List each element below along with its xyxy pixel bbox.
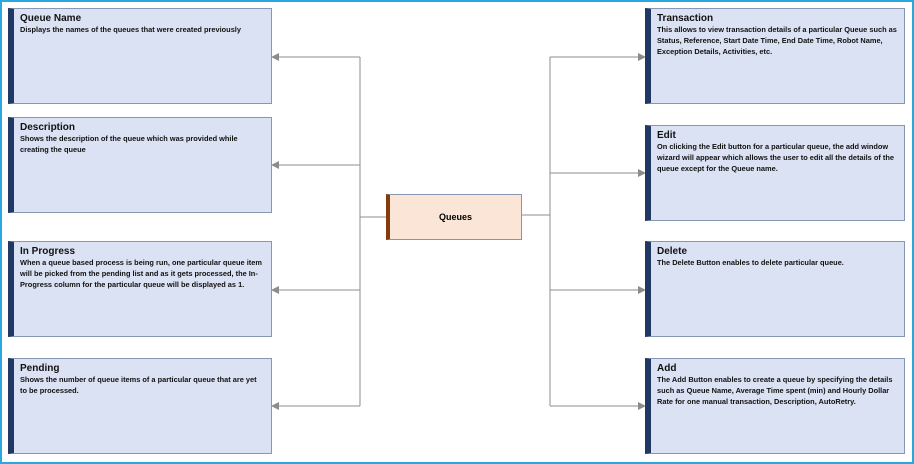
transaction-box: Transaction This allows to view transact…: [645, 8, 905, 104]
box-title: Transaction: [657, 13, 714, 24]
box-title: Pending: [20, 363, 60, 374]
box-description: The Delete Button enables to delete part…: [657, 258, 844, 267]
box-title: Delete: [657, 246, 688, 257]
queues-center-node: Queues: [386, 194, 522, 240]
box-title: In Progress: [20, 246, 76, 257]
box-title: Edit: [657, 130, 676, 141]
description-box: Description Shows the description of the…: [8, 117, 272, 213]
queue-name-box: Queue Name Displays the names of the que…: [8, 8, 272, 104]
box-title: Queue Name: [20, 13, 82, 24]
box-description: Shows the description of the queue which…: [20, 134, 238, 154]
delete-box: Delete The Delete Button enables to dele…: [645, 241, 905, 337]
box-title: Add: [657, 363, 677, 374]
pending-box: Pending Shows the number of queue items …: [8, 358, 272, 454]
box-description: Displays the names of the queues that we…: [20, 25, 241, 34]
edit-box: Edit On clicking the Edit button for a p…: [645, 125, 905, 221]
center-label: Queues: [438, 212, 472, 222]
box-description: This allows to view transaction details …: [657, 25, 897, 56]
box-title: Description: [20, 122, 76, 133]
box-description: On clicking the Edit button for a partic…: [657, 142, 894, 173]
in-progress-box: In Progress When a queue based process i…: [8, 241, 272, 337]
box-description: Shows the number of queue items of a par…: [20, 375, 257, 395]
add-box: Add The Add Button enables to create a q…: [645, 358, 905, 454]
box-description: The Add Button enables to create a queue…: [657, 375, 893, 406]
box-description: When a queue based process is being run,…: [20, 258, 262, 289]
